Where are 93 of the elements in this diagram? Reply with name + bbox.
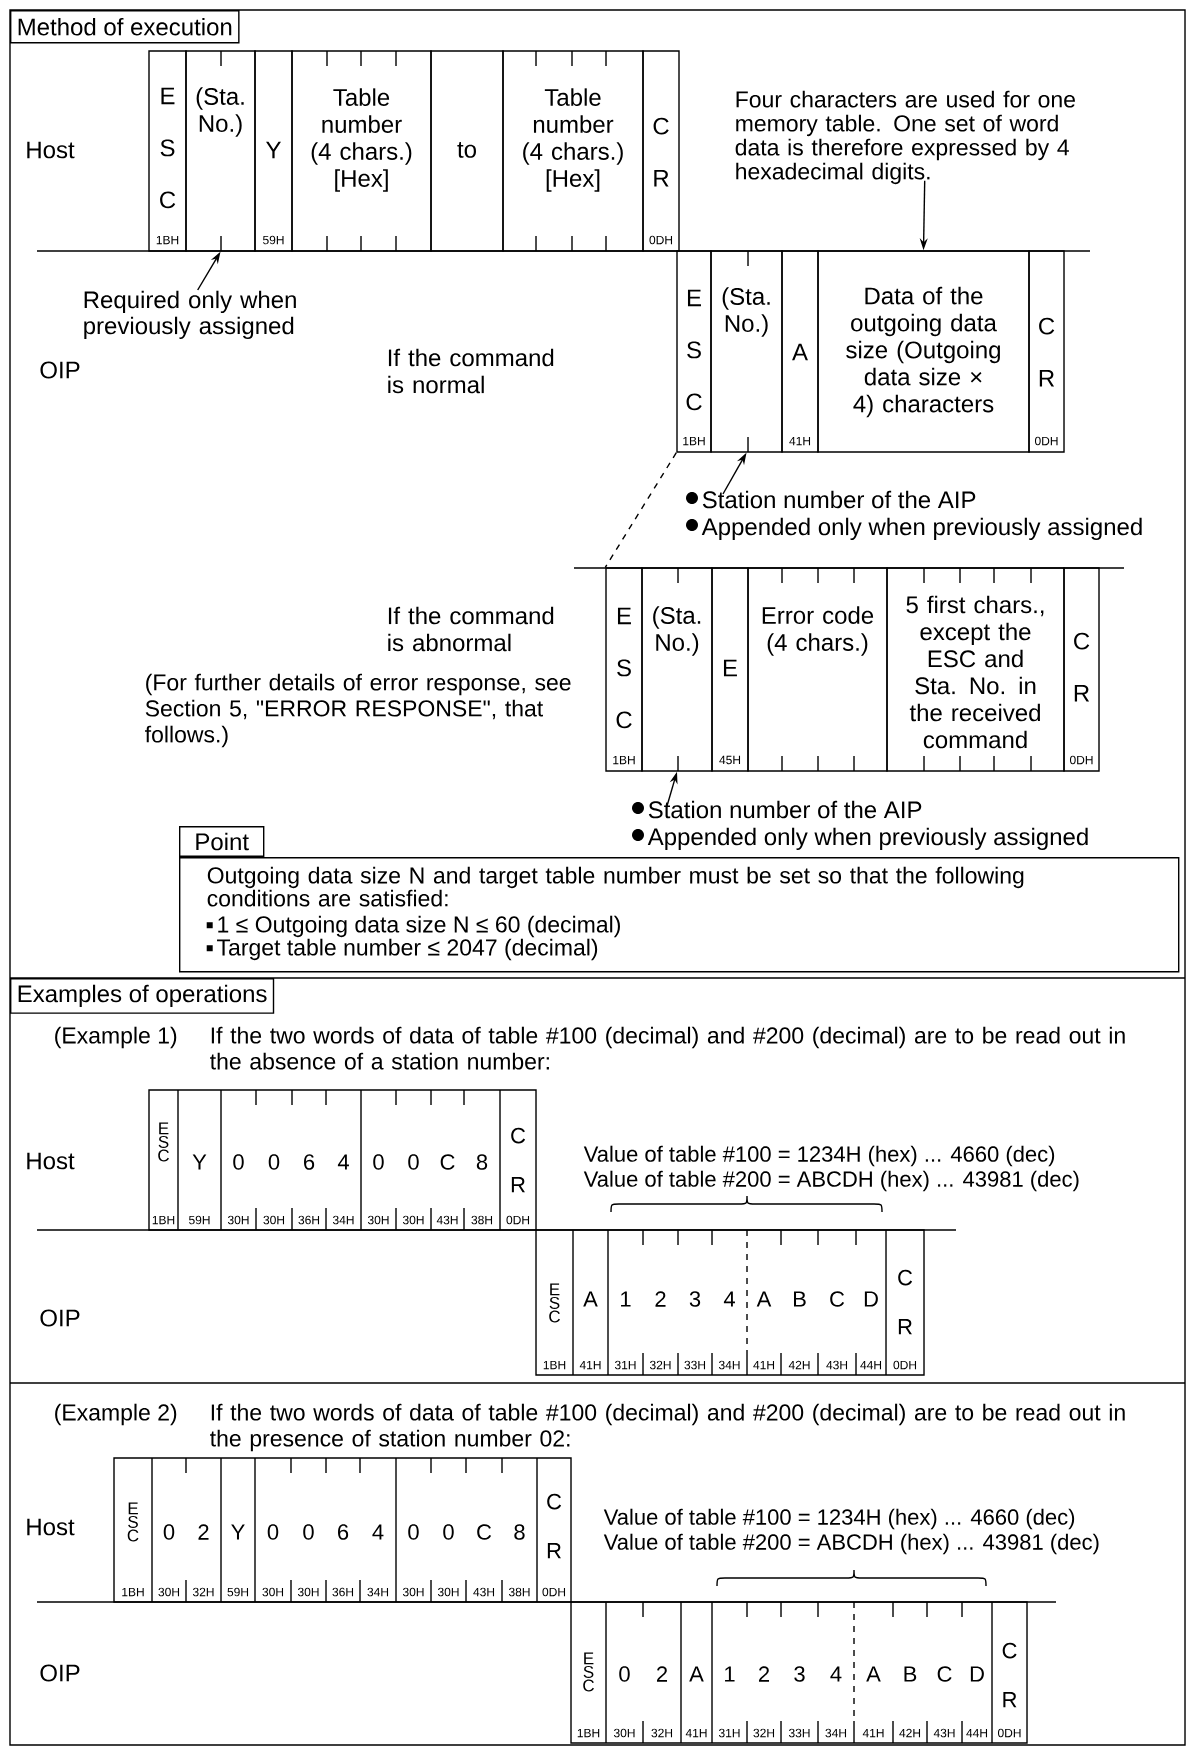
row-label: OIP — [40, 361, 80, 379]
row-label: Host — [27, 141, 75, 159]
frame-field: 6 36H — [298, 1154, 319, 1225]
frame-field: C R 0DH — [642, 50, 680, 252]
frame-field: C R 0DH — [506, 1127, 529, 1225]
frame-field: 4 34H — [825, 1666, 847, 1738]
frame-field: 0 30H — [613, 1666, 635, 1738]
frame-field: (Sta. No.) — [185, 50, 256, 252]
frame-field: Data of the outgoing data size (Outgoing data size × 4) characters — [817, 250, 1030, 453]
frame-field: E S C 1BH — [577, 1652, 600, 1738]
row-label: OIP — [40, 1664, 80, 1682]
frame-field: 1 31H — [614, 1291, 636, 1370]
frame-field: A 41H — [781, 250, 819, 453]
frame-field: C R 0DH — [893, 1269, 916, 1370]
frame-field: E S C 1BH — [122, 1502, 144, 1597]
frame-field: B 42H — [788, 1291, 810, 1370]
note-text: (For further details of error response, see Section 5, "ERROR RESPONSE", that follows.) — [145, 673, 571, 748]
frame-field: C R 0DH — [998, 1642, 1021, 1738]
frame-field: 4 34H — [718, 1291, 740, 1370]
value-note: Value of table #100 = 1234H (hex) ... 4660 (dec) — [603, 1508, 1075, 1530]
node-label: Point — [196, 832, 249, 851]
frame-field: 4 34H — [332, 1154, 354, 1225]
frame-field: 5 first chars., except the ESC and Sta. No. in the received command — [886, 567, 1065, 772]
frame-field: 0 30H — [402, 1154, 424, 1225]
frame-field: D 44H — [966, 1666, 988, 1738]
frame-field: E S C 1BH — [152, 1122, 175, 1225]
frame-field: 0 30H — [297, 1524, 319, 1597]
frame-field: 0 30H — [227, 1154, 249, 1225]
frame-field: 6 36H — [332, 1524, 354, 1597]
frame-field: 0 30H — [263, 1154, 284, 1225]
node-label: Station number of the AIP — [648, 800, 922, 819]
frame-field: (Sta. No.) — [641, 567, 713, 772]
frame-field: 0 30H — [158, 1524, 179, 1597]
example-heading: (Example 2) — [55, 1403, 177, 1426]
frame-field: Error code (4 chars.) — [747, 567, 888, 772]
frame-field: 2 32H — [651, 1666, 673, 1738]
frame-field: to — [430, 50, 504, 252]
frame-field: A 41H — [579, 1291, 601, 1370]
frame-field: (Sta. No.) — [710, 250, 783, 453]
condition-text: If the command is abnormal — [388, 606, 554, 652]
frame-field: C 43H — [436, 1154, 458, 1225]
frame-field: 2 32H — [649, 1291, 671, 1370]
section-tab: Method of execution — [10, 10, 240, 44]
frame-field: 2 32H — [192, 1524, 214, 1597]
frame-field: 8 38H — [508, 1524, 530, 1597]
frame-field: Table number (4 chars.) [Hex] — [291, 50, 432, 252]
example-heading: (Example 1) — [55, 1026, 177, 1049]
frame-field: E S C 1BH — [676, 250, 712, 453]
frame-field: C R 0DH — [1063, 567, 1100, 772]
frame-field: A 41H — [753, 1291, 775, 1370]
frame-field: 0 30H — [402, 1524, 424, 1597]
frame-field: C R 0DH — [542, 1493, 565, 1597]
frame-field: 8 38H — [471, 1154, 493, 1225]
value-note: Value of table #100 = 1234H (hex) ... 4660 (dec) — [583, 1145, 1055, 1167]
frame-field: D 44H — [860, 1291, 882, 1370]
frame-field: Y 59H — [254, 50, 293, 252]
frame-field: A 41H — [685, 1666, 707, 1738]
annotation-text: Four characters are used for one memory table. One set of word data is therefore expressed by 4 hexadecimal digits. — [735, 90, 1075, 185]
frame-field: C R 0DH — [1028, 250, 1065, 453]
frame-field: C 43H — [933, 1666, 955, 1738]
example-description: If the two words of data of table #100 (decimal) and #200 (decimal) are to be read out in the presence of station number 02: — [210, 1403, 1125, 1452]
frame-field: E S C 1BH — [148, 50, 187, 252]
value-note: Value of table #200 = ABCDH (hex) ... 43981 (dec) — [603, 1533, 1099, 1555]
frame-field: C 43H — [473, 1524, 495, 1597]
frame-field: 0 30H — [367, 1154, 389, 1225]
frame-field: 1 31H — [718, 1666, 740, 1738]
frame-field: 0 30H — [437, 1524, 459, 1597]
annotation-text: Required only when previously assigned — [84, 290, 296, 340]
row-label: OIP — [40, 1309, 80, 1327]
frame-field: 3 33H — [788, 1666, 810, 1738]
frame-field: 4 34H — [367, 1524, 388, 1597]
example-description: If the two words of data of table #100 (decimal) and #200 (decimal) are to be read out in the absence of a station number: — [210, 1026, 1125, 1070]
frame-field: C 43H — [826, 1291, 848, 1370]
frame-field: E S C 1BH — [543, 1283, 566, 1370]
section-tab: Examples of operations — [10, 978, 275, 1014]
node-label: Station number of the AIP — [702, 490, 976, 509]
frame-field: Table number (4 chars.) [Hex] — [502, 50, 644, 252]
frame-field: Y 59H — [227, 1524, 248, 1597]
condition-text: If the command is normal — [388, 348, 554, 394]
value-note: Value of table #200 = ABCDH (hex) ... 43981 (dec) — [583, 1170, 1079, 1192]
bullet-list: Station number of the AIP Appended only when previously assigned — [686, 490, 1142, 541]
frame-field: B 42H — [899, 1666, 921, 1738]
row-label: Host — [27, 1518, 75, 1536]
frame-field: E 45H — [711, 567, 749, 772]
node-label: Appended only when previously assigned — [701, 517, 1142, 541]
frame-field: 2 32H — [753, 1666, 775, 1738]
frame-field: A 41H — [862, 1666, 884, 1738]
frame-field: Y 59H — [188, 1154, 210, 1225]
frame-field: E S C 1BH — [605, 567, 643, 772]
node-label: Appended only when previously assigned — [647, 827, 1088, 851]
row-label: Host — [27, 1152, 75, 1170]
frame-field: 3 33H — [684, 1291, 706, 1370]
frame-field: 0 30H — [262, 1524, 283, 1597]
